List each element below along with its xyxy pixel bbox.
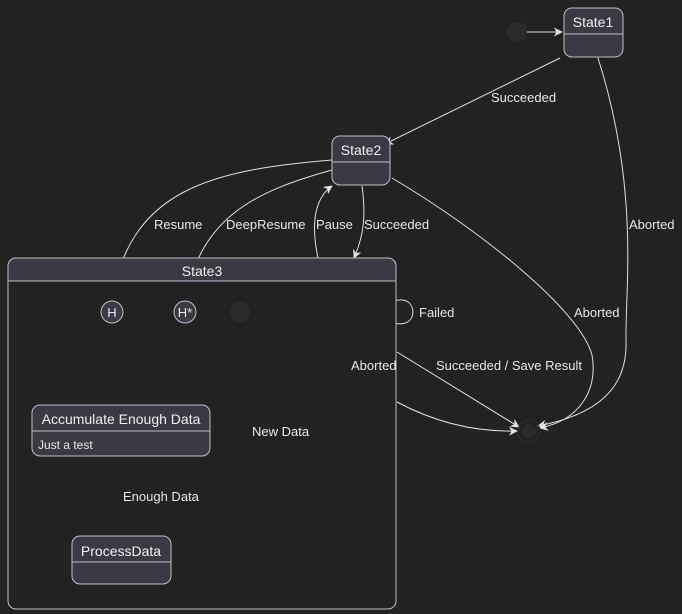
accumulate-enough-data-state[interactable]: Accumulate Enough Data Just a test: [31, 404, 211, 457]
label-state3-end-aborted: Aborted: [351, 358, 397, 373]
process-data-state[interactable]: ProcessData: [71, 535, 172, 585]
final-node: [517, 419, 541, 443]
edge-state1-end: [537, 57, 629, 429]
label-state1-state2: Succeeded: [491, 90, 556, 105]
label-state2-end: Aborted: [574, 305, 620, 320]
process-data-title: ProcessData: [81, 543, 161, 559]
deep-history-label: H*: [178, 305, 192, 320]
label-accumulate-self: New Data: [252, 424, 310, 439]
label-state3-state2: Pause: [316, 217, 353, 232]
label-accumulate-process: Enough Data: [123, 489, 200, 504]
edge-state3-end-succeeded: [396, 351, 520, 428]
state1[interactable]: State1: [563, 7, 624, 58]
edge-state2-state3: [353, 185, 365, 259]
edge-state3-state2: [314, 185, 333, 259]
history-node[interactable]: H: [100, 300, 124, 324]
edge-state3-end-aborted: [396, 401, 518, 436]
label-state1-end: Aborted: [629, 217, 675, 232]
accumulate-title: Accumulate Enough Data: [42, 411, 201, 427]
state3-title: State3: [182, 263, 223, 279]
label-state3-end-succeeded: Succeeded / Save Result: [436, 358, 582, 373]
inner-initial-node: [230, 302, 250, 322]
label-state2-deep-history: DeepResume: [226, 217, 306, 232]
label-state2-history: Resume: [154, 217, 202, 232]
deep-history-node[interactable]: H*: [173, 300, 197, 324]
initial-node: [507, 22, 527, 42]
history-label: H: [107, 305, 116, 320]
edge-state1-state2: [384, 57, 561, 145]
accumulate-description: Just a test: [38, 438, 93, 452]
label-state2-state3: Succeeded: [364, 217, 429, 232]
state1-title: State1: [573, 14, 614, 30]
label-state3-self: Failed: [419, 305, 454, 320]
edge-state2-end: [391, 177, 594, 431]
state2[interactable]: State2: [331, 135, 391, 186]
state2-title: State2: [341, 142, 382, 158]
